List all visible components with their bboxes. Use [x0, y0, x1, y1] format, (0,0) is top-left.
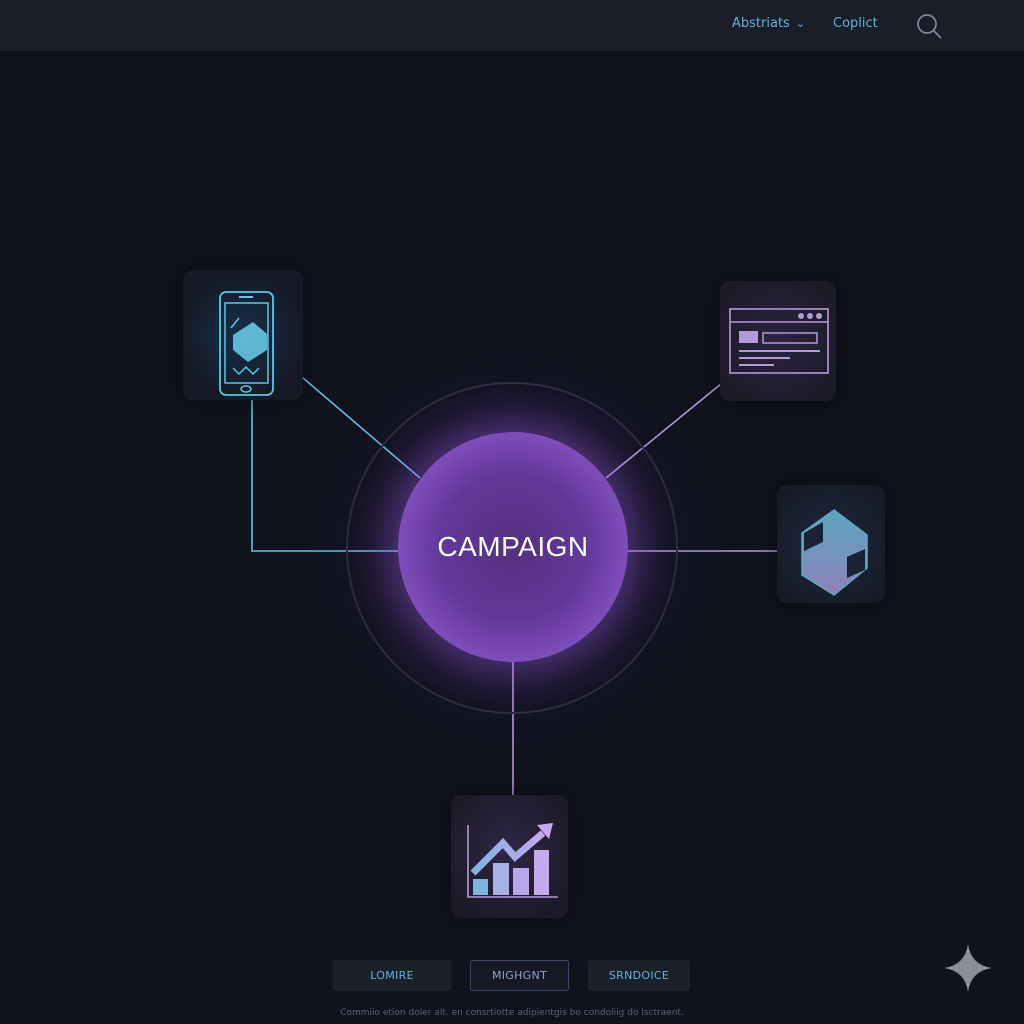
nav-contact-link[interactable]: Coplict — [833, 16, 878, 31]
analytics-node-tile[interactable] — [451, 795, 568, 918]
footer-note: Commiio etion doler alt. en consrtiotte … — [340, 1008, 684, 1018]
nav-abstracts-dropdown[interactable]: Abstriats ⌄ — [732, 16, 805, 31]
nav-contact-label: Coplict — [833, 16, 878, 31]
browser-window-icon — [729, 308, 829, 374]
growth-chart-icon — [467, 823, 558, 898]
smartphone-icon — [219, 291, 274, 396]
product-node-tile[interactable] — [777, 485, 885, 603]
hub-label: CAMPAIGN — [437, 531, 589, 562]
sparkle-icon — [944, 944, 992, 992]
campaign-hub-node[interactable]: CAMPAIGN — [398, 432, 628, 662]
hub-orbit-ring — [346, 382, 678, 714]
mighgnt-button[interactable]: MIGHGNT — [470, 960, 569, 991]
web-node-tile[interactable] — [720, 281, 836, 401]
mobile-node-tile[interactable] — [183, 270, 303, 400]
lomire-button[interactable]: LOMIRE — [333, 960, 451, 991]
nav-abstracts-label: Abstriats — [732, 16, 790, 31]
cube-icon — [801, 509, 868, 596]
search-icon[interactable] — [914, 11, 944, 41]
top-navigation-bar: Abstriats ⌄ Coplict — [0, 0, 1024, 52]
chevron-down-icon: ⌄ — [795, 17, 806, 30]
srndoice-button[interactable]: SRNDOICE — [588, 960, 690, 991]
